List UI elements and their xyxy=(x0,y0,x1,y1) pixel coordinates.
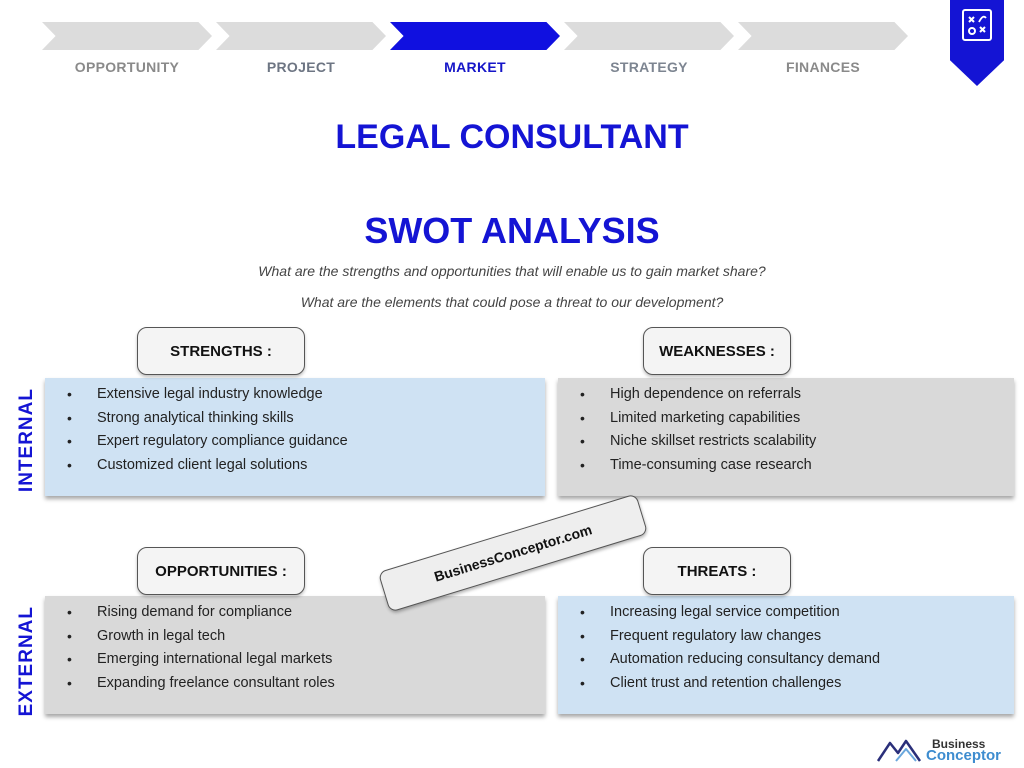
list-item: Emerging international legal markets xyxy=(65,648,535,672)
step-arrow xyxy=(390,22,560,50)
watermark-stamp: BusinessConceptor.com xyxy=(377,493,649,613)
external-label: EXTERNAL xyxy=(16,606,37,717)
question-1: What are the strengths and opportunities… xyxy=(258,263,766,279)
brand-line2: Conceptor xyxy=(926,747,1001,764)
step-label: STRATEGY xyxy=(610,59,688,75)
mountain-logo-icon xyxy=(876,739,922,762)
list-item: High dependence on referrals xyxy=(578,383,1004,407)
question-2: What are the elements that could pose a … xyxy=(300,294,724,310)
step-arrow xyxy=(738,22,908,50)
step-arrow xyxy=(564,22,734,50)
step-arrow xyxy=(42,22,212,50)
list-item: Strong analytical thinking skills xyxy=(65,407,535,431)
strengths-box: Extensive legal industry knowledge Stron… xyxy=(45,378,545,496)
list-item: Rising demand for compliance xyxy=(65,601,535,625)
page-subtitle: SWOT ANALYSIS xyxy=(364,210,660,251)
step-project[interactable]: PROJECT xyxy=(216,22,390,82)
list-item: Niche skillset restricts scalability xyxy=(578,430,1004,454)
list-item: Growth in legal tech xyxy=(65,625,535,649)
opportunities-heading: OPPORTUNITIES : xyxy=(137,547,305,595)
step-label: MARKET xyxy=(444,59,506,75)
list-item: Frequent regulatory law changes xyxy=(578,625,1004,649)
page-title: LEGAL CONSULTANT xyxy=(335,118,689,156)
step-label: PROJECT xyxy=(266,59,336,75)
brand-line1: Business xyxy=(932,737,986,751)
step-arrow xyxy=(216,22,386,50)
strengths-heading: STRENGTHS : xyxy=(137,327,305,375)
list-item: Limited marketing capabilities xyxy=(578,407,1004,431)
step-opportunity[interactable]: OPPORTUNITY xyxy=(42,22,216,82)
step-finances[interactable]: FINANCES xyxy=(738,22,912,82)
list-item: Time-consuming case research xyxy=(578,454,1004,478)
step-market[interactable]: MARKET xyxy=(390,22,564,82)
list-item: Client trust and retention challenges xyxy=(578,672,1004,696)
step-label: FINANCES xyxy=(786,59,860,75)
strategy-board-icon xyxy=(962,9,992,41)
step-strategy[interactable]: STRATEGY xyxy=(564,22,738,82)
list-item: Customized client legal solutions xyxy=(65,454,535,478)
list-item: Extensive legal industry knowledge xyxy=(65,383,535,407)
step-label: OPPORTUNITY xyxy=(74,59,180,75)
threats-box: Increasing legal service competition Fre… xyxy=(558,596,1014,714)
weaknesses-box: High dependence on referrals Limited mar… xyxy=(558,378,1014,496)
opportunities-box: Rising demand for compliance Growth in l… xyxy=(45,596,545,714)
weaknesses-heading: WEAKNESSES : xyxy=(643,327,791,375)
list-item: Automation reducing consultancy demand xyxy=(578,648,1004,672)
progress-steps: OPPORTUNITY PROJECT MARKET STRATEGY FINA… xyxy=(42,22,912,82)
list-item: Expanding freelance consultant roles xyxy=(65,672,535,696)
internal-label: INTERNAL xyxy=(16,388,37,493)
list-item: Increasing legal service competition xyxy=(578,601,1004,625)
bookmark-tab[interactable] xyxy=(950,0,1004,86)
brand-logo[interactable]: Business Conceptor xyxy=(876,735,1016,765)
list-item: Expert regulatory compliance guidance xyxy=(65,430,535,454)
threats-heading: THREATS : xyxy=(643,547,791,595)
